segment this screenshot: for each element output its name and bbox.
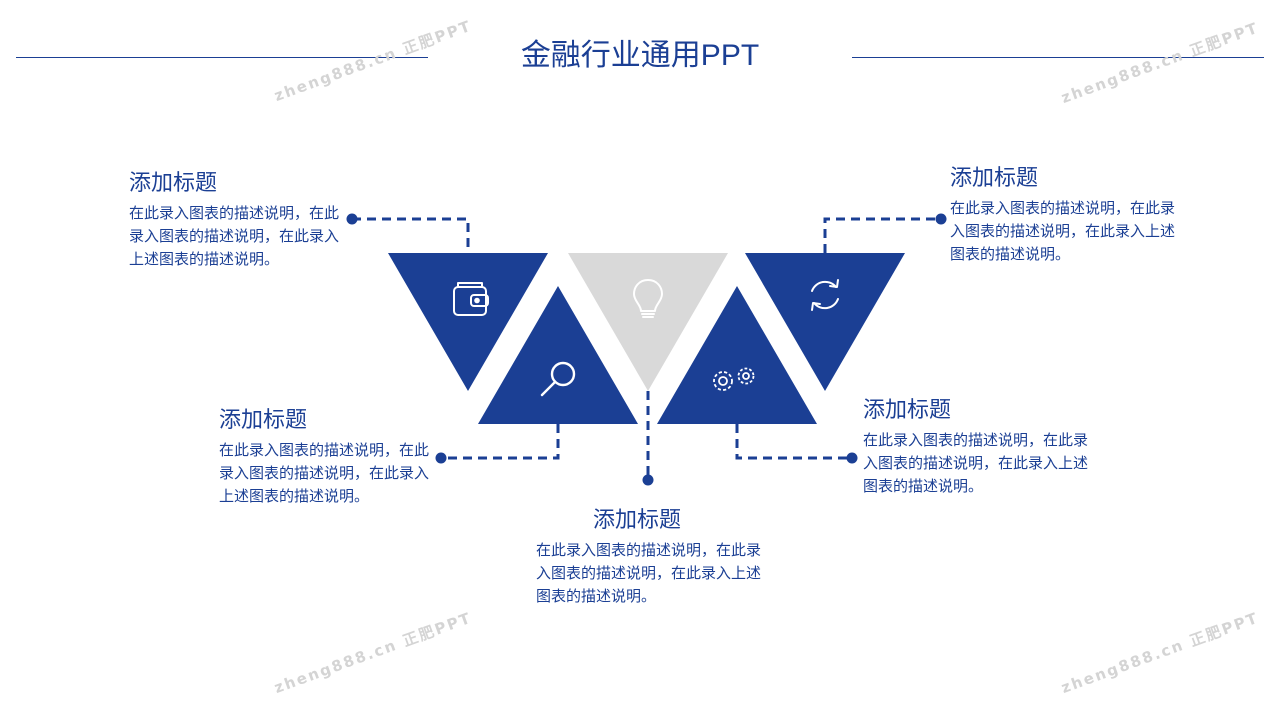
item-3-desc: 在此录入图表的描述说明，在此录入图表的描述说明，在此录入上述图表的描述说明。 xyxy=(536,542,762,605)
triangle-search xyxy=(478,286,638,424)
item-2-desc: 在此录入图表的描述说明，在此录入图表的描述说明，在此录入上述图表的描述说明。 xyxy=(219,442,430,505)
item-3-block: 添加标题 在此录入图表的描述说明，在此录入图表的描述说明，在此录入上述图表的描述… xyxy=(536,505,772,608)
gears-icon xyxy=(713,367,755,391)
triangle-lightbulb xyxy=(568,253,728,391)
connector-5 xyxy=(823,217,941,253)
page-title: 金融行业通用PPT xyxy=(520,39,760,72)
item-1-block: 添加标题 在此录入图表的描述说明，在此录入图表的描述说明，在此录入上述图表的描述… xyxy=(129,168,347,271)
connector-dot-5 xyxy=(935,213,947,225)
connector-4 xyxy=(735,424,852,460)
item-3-heading: 添加标题 xyxy=(593,507,682,532)
title-rule-right xyxy=(852,57,1264,58)
connector-1 xyxy=(352,217,470,253)
connector-dot-4 xyxy=(846,452,858,464)
item-5-desc: 在此录入图表的描述说明，在此录入图表的描述说明，在此录入上述图表的描述说明。 xyxy=(950,200,1176,263)
connector-dot-2 xyxy=(435,452,447,464)
refresh-icon xyxy=(811,279,839,311)
item-1-desc: 在此录入图表的描述说明，在此录入图表的描述说明，在此录入上述图表的描述说明。 xyxy=(129,205,340,268)
triangle-refresh xyxy=(745,253,905,391)
item-1-heading: 添加标题 xyxy=(129,170,218,195)
connector-dot-1 xyxy=(346,213,358,225)
connector-dot-3 xyxy=(642,474,654,486)
triangle-wallet xyxy=(388,253,548,391)
item-2-block: 添加标题 在此录入图表的描述说明，在此录入图表的描述说明，在此录入上述图表的描述… xyxy=(219,405,437,508)
item-2-heading: 添加标题 xyxy=(219,407,308,432)
title-rule-left xyxy=(16,57,428,58)
item-5-block: 添加标题 在此录入图表的描述说明，在此录入图表的描述说明，在此录入上述图表的描述… xyxy=(950,163,1186,266)
connector-2 xyxy=(441,424,560,460)
item-5-heading: 添加标题 xyxy=(950,165,1039,190)
wallet-icon xyxy=(453,282,489,316)
triangle-gears xyxy=(657,286,817,424)
item-4-block: 添加标题 在此录入图表的描述说明，在此录入图表的描述说明，在此录入上述图表的描述… xyxy=(863,395,1099,498)
item-4-heading: 添加标题 xyxy=(863,397,952,422)
lightbulb-icon xyxy=(633,279,663,318)
item-4-desc: 在此录入图表的描述说明，在此录入图表的描述说明，在此录入上述图表的描述说明。 xyxy=(863,432,1089,495)
search-icon xyxy=(540,361,576,397)
